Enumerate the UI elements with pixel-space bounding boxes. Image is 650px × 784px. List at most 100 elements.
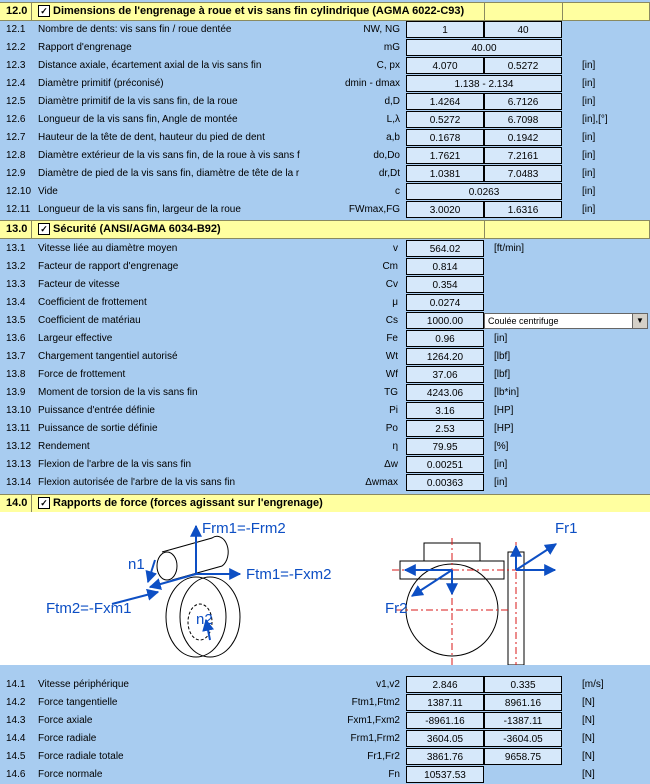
value-cell[interactable]: -1387.11 — [484, 712, 562, 729]
row-label: Force axiale — [38, 715, 93, 726]
section-14-checkbox[interactable]: ✓ — [38, 497, 50, 509]
value-cell[interactable]: -3604.05 — [484, 730, 562, 747]
value-cell[interactable]: 0.5272 — [484, 57, 562, 74]
chevron-down-icon[interactable]: ▼ — [632, 314, 647, 328]
section-12-header: 12.0 ✓ Dimensions de l'engrenage à roue … — [0, 2, 650, 21]
value-cell[interactable]: 1.4264 — [406, 93, 484, 110]
row-number: 13.8 — [6, 369, 26, 380]
value-cell[interactable]: 1 — [406, 21, 484, 38]
row-unit: [HP] — [494, 405, 514, 416]
row-number: 13.12 — [6, 441, 32, 452]
value-cell[interactable]: 37.06 — [406, 366, 484, 383]
value-cell[interactable]: 0.96 — [406, 330, 484, 347]
value-cell[interactable]: 79.95 — [406, 438, 484, 455]
row-unit: [in] — [582, 204, 596, 215]
row-number: 13.7 — [6, 351, 26, 362]
row-number: 13.5 — [6, 315, 26, 326]
value-cell[interactable]: 2.846 — [406, 676, 484, 693]
row-unit: [N] — [582, 769, 595, 780]
value-cell[interactable]: 0.0263 — [406, 183, 562, 200]
section-13-checkbox[interactable]: ✓ — [38, 223, 50, 235]
force-diagram: Frm1=-Frm2 Ftm1=-Fxm2 Ftm2=-Fxm1 n1 n2 — [0, 512, 650, 666]
row-number: 12.10 — [6, 186, 32, 197]
value-cell[interactable]: 1.0381 — [406, 165, 484, 182]
value-cell[interactable]: 0.354 — [406, 276, 484, 293]
value-cell[interactable]: 40.00 — [406, 39, 562, 56]
row-label: Force tangentielle — [38, 697, 118, 708]
value-cell[interactable]: 0.00251 — [406, 456, 484, 473]
value-cell[interactable]: 1.138 - 2.134 — [406, 75, 562, 92]
value-cell[interactable]: 4.070 — [406, 57, 484, 74]
row-symbol: μ — [392, 297, 398, 308]
value-cell[interactable]: 10537.53 — [406, 766, 484, 783]
value-cell[interactable]: 3.0020 — [406, 201, 484, 218]
row-label: Nombre de dents: vis sans fin / roue den… — [38, 24, 232, 35]
row-label: Facteur de vitesse — [38, 279, 120, 290]
value-cell[interactable]: 1387.11 — [406, 694, 484, 711]
section-12-checkbox[interactable]: ✓ — [38, 5, 50, 17]
row-symbol: Cm — [382, 261, 398, 272]
row-symbol: NW, NG — [363, 24, 400, 35]
row-number: 14.5 — [6, 751, 26, 762]
row-symbol: Cv — [385, 279, 398, 290]
value-cell[interactable]: -8961.16 — [406, 712, 484, 729]
row-unit: [in] — [494, 477, 508, 488]
row-unit: [%] — [494, 441, 509, 452]
row-symbol: Fn — [388, 769, 400, 780]
row-unit: [N] — [582, 697, 595, 708]
value-cell[interactable]: 0.1678 — [406, 129, 484, 146]
value-cell[interactable]: 3.16 — [406, 402, 484, 419]
label-fr2: Fr2 — [385, 600, 408, 617]
row-label: Force radiale — [38, 733, 97, 744]
section-number: 12.0 — [6, 5, 28, 17]
row-label: Diamètre de pied de la vis sans fin, dia… — [38, 168, 300, 179]
value-cell[interactable]: 0.1942 — [484, 129, 562, 146]
value-cell[interactable]: 3604.05 — [406, 730, 484, 747]
value-cell[interactable]: 0.5272 — [406, 111, 484, 128]
value-cell[interactable]: 40 — [484, 21, 562, 38]
value-cell[interactable]: 1264.20 — [406, 348, 484, 365]
value-cell[interactable]: 0.0274 — [406, 294, 484, 311]
value-cell[interactable]: 1.6316 — [484, 201, 562, 218]
row-label: Facteur de rapport d'engrenage — [38, 261, 179, 272]
row-label: Flexion autorisée de l'arbre de la vis s… — [38, 477, 236, 488]
value-cell[interactable]: 564.02 — [406, 240, 484, 257]
value-cell[interactable]: 4243.06 — [406, 384, 484, 401]
value-cell[interactable]: 7.0483 — [484, 165, 562, 182]
row-number: 12.11 — [6, 204, 31, 215]
row-symbol: TG — [384, 387, 398, 398]
row-symbol: L,λ — [386, 114, 400, 125]
row-label: Coefficient de frottement — [38, 297, 147, 308]
value-cell[interactable]: 0.00363 — [406, 474, 484, 491]
section-title: Rapports de force (forces agissant sur l… — [53, 497, 323, 509]
value-cell[interactable]: 8961.16 — [484, 694, 562, 711]
row-symbol: Wf — [385, 369, 398, 380]
value-cell[interactable]: 0.335 — [484, 676, 562, 693]
value-cell[interactable]: 7.2161 — [484, 147, 562, 164]
value-cell[interactable]: 9658.75 — [484, 748, 562, 765]
value-cell[interactable]: 6.7126 — [484, 93, 562, 110]
value-cell[interactable]: 3861.76 — [406, 748, 484, 765]
row-label: Rendement — [38, 441, 90, 452]
table-row: 12.1 Nombre de dents: vis sans fin / roue… — [0, 21, 650, 39]
value-cell[interactable]: 0.814 — [406, 258, 484, 275]
row-symbol: a,b — [386, 132, 400, 143]
value-cell[interactable]: 6.7098 — [484, 111, 562, 128]
value-cell[interactable]: 2.53 — [406, 420, 484, 437]
row-symbol: d,D — [384, 96, 400, 107]
material-select[interactable]: Coulée centrifuge▼ — [484, 313, 648, 329]
row-symbol: Ftm1,Ftm2 — [351, 697, 400, 708]
row-number: 12.1 — [6, 24, 26, 35]
row-unit: [lbf] — [494, 369, 511, 380]
value-cell[interactable]: 1.7621 — [406, 147, 484, 164]
row-symbol: dr,Dt — [378, 168, 400, 179]
row-number: 13.9 — [6, 387, 26, 398]
value-cell[interactable]: 1000.00 — [406, 312, 484, 329]
